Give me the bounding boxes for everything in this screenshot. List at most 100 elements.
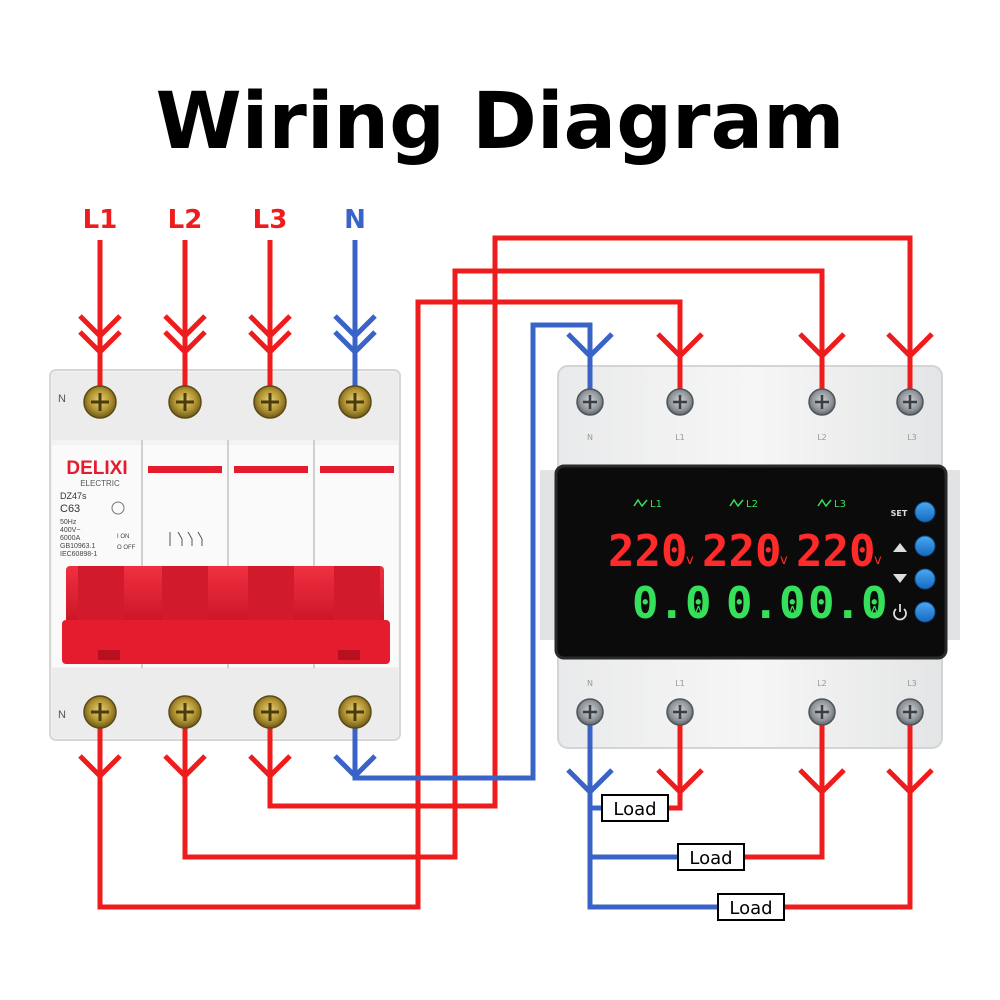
wires	[97, 235, 913, 910]
arrow-down-icon	[78, 330, 122, 356]
arrow-down-icon	[798, 768, 846, 796]
meter-terminal-bottom-n: N	[587, 679, 593, 688]
arrow-down-icon	[333, 314, 377, 340]
wire-l3-out	[784, 712, 913, 910]
arrow-down-icon	[333, 754, 377, 780]
meter-terminal-top-l2: L2	[817, 433, 827, 442]
arrow-down-icon	[886, 332, 934, 360]
meter-terminal-bottom-l3: L3	[907, 679, 917, 688]
wave-icon	[729, 498, 744, 508]
arrow-down-icon	[333, 330, 377, 356]
meter-terminal-bottom-l2: L2	[817, 679, 827, 688]
phase-label-l1: L1	[633, 498, 662, 510]
set-button[interactable]	[914, 501, 936, 523]
input-label-l2: L2	[168, 205, 203, 235]
screw-icon	[338, 695, 372, 729]
arrow-down-icon	[656, 332, 704, 360]
circuit-breaker: DELIXI ELECTRIC DZ47s C63 50Hz 400V~ 600…	[49, 369, 401, 741]
screw-icon	[253, 385, 287, 419]
arrows	[78, 314, 934, 796]
meter-terminal-top-l3: L3	[907, 433, 917, 442]
phase-label-l2: L2	[729, 498, 758, 510]
current-l1: 0.0	[632, 578, 711, 629]
arrow-down-icon	[656, 768, 704, 796]
current-unit-l2: A	[788, 605, 797, 620]
wire-l1-out	[668, 712, 683, 811]
wave-icon	[633, 498, 648, 508]
certification-mark-icon	[111, 501, 125, 515]
meter-terminal-top-l1: L1	[675, 433, 685, 442]
load-box-1: Load	[601, 794, 669, 822]
power-button[interactable]	[914, 601, 936, 623]
pole-stripe	[320, 466, 394, 473]
svg-text:Load: Load	[613, 799, 656, 820]
input-label-l3: L3	[253, 205, 288, 235]
arrow-down-icon	[886, 768, 934, 796]
voltage-l1: 220	[608, 526, 687, 577]
wire-n-to-meter	[352, 322, 593, 781]
screw-icon	[168, 385, 202, 419]
input-label-l1: L1	[83, 205, 118, 235]
up-button[interactable]	[914, 535, 936, 557]
screw-icon	[666, 698, 694, 726]
arrow-down-icon	[248, 330, 292, 356]
pole-schematic-icon	[169, 531, 203, 546]
arrow-down-icon	[78, 754, 122, 780]
power-icon	[893, 604, 907, 621]
up-arrow-icon	[893, 543, 907, 552]
arrow-down-icon	[163, 314, 207, 340]
terminal-screws	[83, 385, 924, 729]
current-l3: 0.0	[808, 578, 887, 629]
current-unit-l1: A	[694, 605, 703, 620]
breaker-spec-2: 400V~	[60, 527, 80, 534]
breaker-n-top: N	[58, 393, 66, 405]
breaker-model: DZ47s	[60, 491, 87, 501]
screw-icon	[253, 695, 287, 729]
down-arrow-icon	[893, 574, 907, 583]
arrow-down-icon	[248, 754, 292, 780]
wire-n-out	[587, 712, 720, 910]
arrow-down-icon	[798, 332, 846, 360]
screw-icon	[576, 698, 604, 726]
wire-l2-out	[744, 712, 825, 860]
breaker-spec-1: 50Hz	[60, 519, 77, 526]
screw-icon	[83, 385, 117, 419]
screw-icon	[896, 698, 924, 726]
breaker-handle[interactable]	[62, 566, 390, 664]
voltage-unit-l1: v	[686, 553, 694, 568]
meter-display	[554, 464, 948, 660]
svg-text:Load: Load	[729, 898, 772, 919]
wire-l3-to-meter	[267, 235, 913, 809]
breaker-on-label: I ON	[117, 534, 129, 540]
screw-icon	[338, 385, 372, 419]
load-box-2: Load	[677, 843, 745, 871]
phase-label-l3: L3	[817, 498, 846, 510]
load-box-3: Load	[717, 893, 785, 921]
breaker-brand-sub: ELECTRIC	[80, 479, 120, 488]
voltage-unit-l2: v	[780, 553, 788, 568]
down-button[interactable]	[914, 568, 936, 590]
voltage-l3: 220	[796, 526, 875, 577]
screw-icon	[83, 695, 117, 729]
arrow-down-icon	[78, 314, 122, 340]
breaker-n-bottom: N	[58, 709, 66, 721]
svg-text:L2: L2	[746, 499, 758, 510]
wire-l1-to-meter	[97, 299, 683, 910]
arrow-down-icon	[566, 768, 614, 796]
breaker-off-label: O OFF	[117, 545, 136, 551]
screw-icon	[808, 388, 836, 416]
screw-icon	[666, 388, 694, 416]
three-phase-meter	[540, 365, 960, 749]
pole-stripe	[148, 466, 222, 473]
voltage-l2: 220	[702, 526, 781, 577]
arrow-down-icon	[163, 754, 207, 780]
input-label-n: N	[344, 205, 366, 235]
screw-icon	[576, 388, 604, 416]
voltage-unit-l3: v	[874, 553, 882, 568]
svg-text:L3: L3	[834, 499, 846, 510]
meter-terminal-top-n: N	[587, 433, 593, 442]
screw-icon	[808, 698, 836, 726]
breaker-brand: DELIXI	[66, 458, 127, 479]
set-label: SET	[891, 509, 908, 518]
arrow-down-icon	[163, 330, 207, 356]
